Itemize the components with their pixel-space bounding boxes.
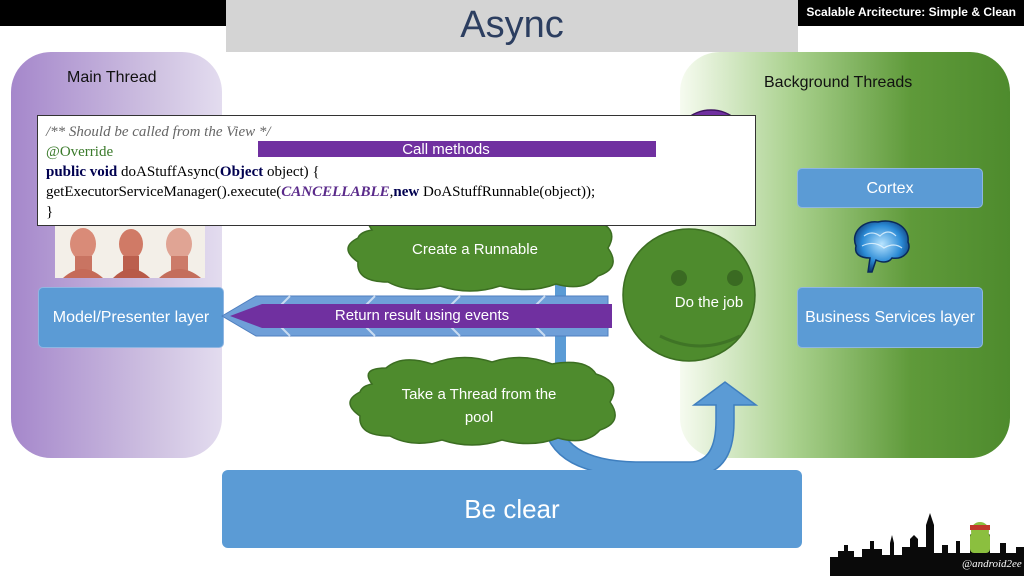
code-method: doAStuffAsync( — [117, 164, 220, 180]
return-result-label: Return result using events — [334, 307, 510, 324]
code-comment: /** Should be called from the View */ — [46, 124, 271, 140]
author-handle: @android2ee — [962, 558, 1022, 570]
code-execute: getExecutorServiceManager().execute(CANC… — [46, 182, 747, 202]
create-runnable-label: Create a Runnable — [412, 241, 538, 258]
to-do-job-arrow — [541, 381, 759, 477]
head-figure-3 — [159, 228, 201, 278]
be-clear-banner: Be clear — [222, 470, 802, 548]
return-result-arrow — [221, 295, 612, 337]
android-robot-icon — [970, 522, 990, 553]
head-figure-1 — [63, 228, 103, 278]
code-snippet: /** Should be called from the View */ @O… — [37, 115, 756, 226]
call-methods-overlay — [258, 141, 656, 157]
background-threads-title: Background Threads — [764, 74, 913, 91]
title-band — [226, 0, 798, 52]
code-separator: , — [389, 184, 394, 200]
series-title: Scalable Arcitecture: Simple & Clean — [806, 5, 1016, 19]
business-services-layer: Business Services layer — [797, 287, 983, 348]
do-job-eye-left — [671, 270, 687, 286]
take-thread-label: Take a Thread from the pool — [401, 386, 557, 426]
city-skyline-logo — [830, 513, 1024, 576]
call-methods-label: Call methods — [402, 141, 490, 158]
do-job-label: Do the job — [674, 294, 744, 311]
model-presenter-layer: Model/Presenter layer — [38, 287, 224, 348]
do-job-mouth — [659, 334, 741, 348]
slide-title: Async — [460, 4, 564, 46]
code-signature: public void doAStuffAsync(Object object)… — [46, 162, 747, 182]
anatomy-illustration — [55, 226, 205, 278]
code-call: getExecutorServiceManager().execute( — [46, 184, 282, 200]
runnable-to-thread-connector — [555, 283, 566, 393]
code-runnable: DoAStuffRunnable(object)); — [419, 184, 596, 200]
code-params: object) { — [263, 164, 320, 180]
code-new-keyword: new — [393, 184, 420, 200]
code-annotation: @Override — [46, 144, 114, 160]
code-keyword: public void — [46, 164, 118, 180]
code-close: } — [46, 204, 54, 220]
head-figure-2 — [113, 229, 150, 278]
main-thread-title: Main Thread — [67, 69, 157, 86]
do-job-eye-right — [727, 270, 743, 286]
code-type: Object — [219, 164, 264, 180]
do-job-circle — [622, 228, 756, 362]
code-constant: CANCELLABLE — [281, 184, 390, 200]
take-thread-cloud — [349, 356, 616, 446]
cortex-box: Cortex — [797, 168, 983, 208]
brain-icon — [853, 220, 910, 273]
